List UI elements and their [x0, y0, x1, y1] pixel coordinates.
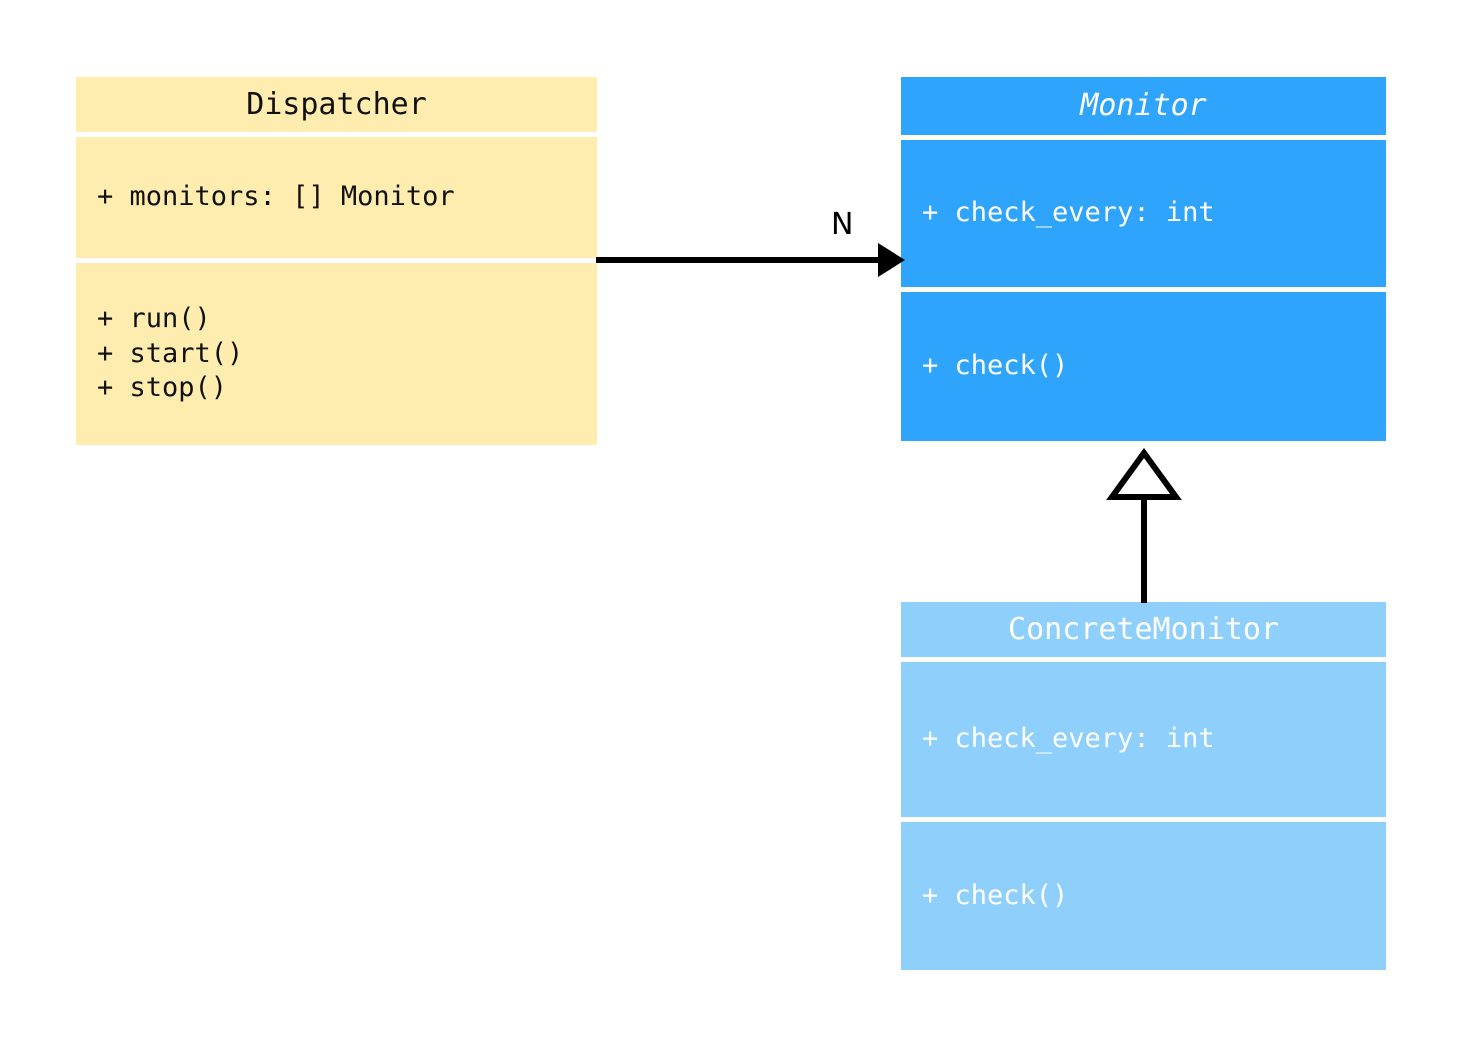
association-multiplicity-label: N — [831, 207, 854, 242]
concrete-monitor-attributes-compartment: + check_every: int — [901, 662, 1386, 817]
dispatcher-class-name: Dispatcher — [246, 86, 427, 122]
concrete-monitor-title-compartment: ConcreteMonitor — [901, 602, 1386, 657]
class-box-monitor[interactable]: Monitor + check_every: int + check() — [901, 77, 1386, 441]
monitor-method: + check() — [922, 350, 1069, 382]
dispatcher-method: + stop() — [97, 372, 228, 404]
monitor-methods-compartment: + check() — [901, 292, 1386, 441]
generalization-hollow-triangle — [1106, 447, 1182, 500]
dispatcher-attributes-compartment: + monitors: [] Monitor — [76, 137, 597, 258]
dispatcher-method: + start() — [97, 337, 244, 369]
dispatcher-attribute: + monitors: [] Monitor — [97, 181, 455, 213]
monitor-attribute: + check_every: int — [922, 197, 1215, 229]
monitor-attributes-compartment: + check_every: int — [901, 140, 1386, 287]
concrete-monitor-attribute: + check_every: int — [922, 723, 1215, 755]
concrete-monitor-class-name: ConcreteMonitor — [1008, 611, 1279, 647]
monitor-title-compartment: Monitor — [901, 77, 1386, 135]
concrete-monitor-method: + check() — [922, 879, 1069, 911]
concrete-monitor-methods-compartment: + check() — [901, 822, 1386, 970]
generalization-concrete-monitor-to-monitor — [1106, 447, 1182, 603]
class-box-concrete-monitor[interactable]: ConcreteMonitor + check_every: int + che… — [901, 602, 1386, 970]
dispatcher-methods-compartment: + run() + start() + stop() — [76, 263, 597, 445]
association-dispatcher-to-monitor — [596, 243, 905, 277]
monitor-class-name: Monitor — [1080, 88, 1207, 124]
class-box-dispatcher[interactable]: Dispatcher + monitors: [] Monitor + run(… — [76, 77, 597, 445]
dispatcher-title-compartment: Dispatcher — [76, 77, 597, 132]
association-arrowhead — [878, 243, 905, 277]
dispatcher-method: + run() — [97, 303, 211, 335]
